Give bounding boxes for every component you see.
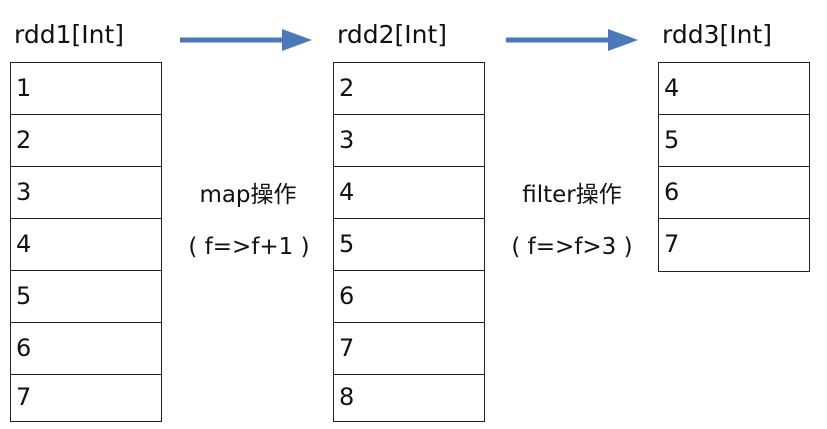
arrow-right-icon xyxy=(506,29,638,51)
rdd2-cell: 7 xyxy=(334,323,484,375)
rdd3-title: rdd3[Int] xyxy=(662,20,773,49)
rdd1-cell: 3 xyxy=(11,167,161,219)
rdd2-cell: 4 xyxy=(334,167,484,219)
rdd2-cell: 8 xyxy=(339,383,355,411)
rdd2-cell: 6 xyxy=(334,271,484,323)
rdd1-cell: 6 xyxy=(11,323,161,375)
rdd3-cell: 7 xyxy=(664,230,680,258)
rdd1-cell: 1 xyxy=(11,63,161,115)
rdd2-title: rdd2[Int] xyxy=(337,20,448,49)
rdd2-table: 2 3 4 5 6 7 8 xyxy=(333,62,485,422)
rdd3-cell: 4 xyxy=(659,63,809,115)
rdd1-cell: 4 xyxy=(11,219,161,271)
rdd1-cell: 2 xyxy=(11,115,161,167)
rdd2-cell: 3 xyxy=(334,115,484,167)
arrow-right-icon xyxy=(180,29,312,51)
rdd3-table: 4 5 6 7 xyxy=(658,62,810,272)
map-operation-label: map操作 xyxy=(199,182,297,208)
rdd1-cell: 5 xyxy=(11,271,161,323)
filter-operation-label: filter操作 xyxy=(522,182,622,208)
rdd3-cell: 5 xyxy=(659,115,809,167)
rdd2-cell: 5 xyxy=(334,219,484,271)
rdd2-cell: 2 xyxy=(334,63,484,115)
rdd3-cell: 6 xyxy=(659,167,809,219)
filter-function-expression: ( f=>f>3 ) xyxy=(511,234,633,260)
rdd1-table: 1 2 3 4 5 6 7 xyxy=(10,62,162,422)
rdd1-cell: 7 xyxy=(16,383,32,411)
rdd1-title: rdd1[Int] xyxy=(14,20,125,49)
map-function-expression: ( f=>f+1 ) xyxy=(188,234,310,260)
